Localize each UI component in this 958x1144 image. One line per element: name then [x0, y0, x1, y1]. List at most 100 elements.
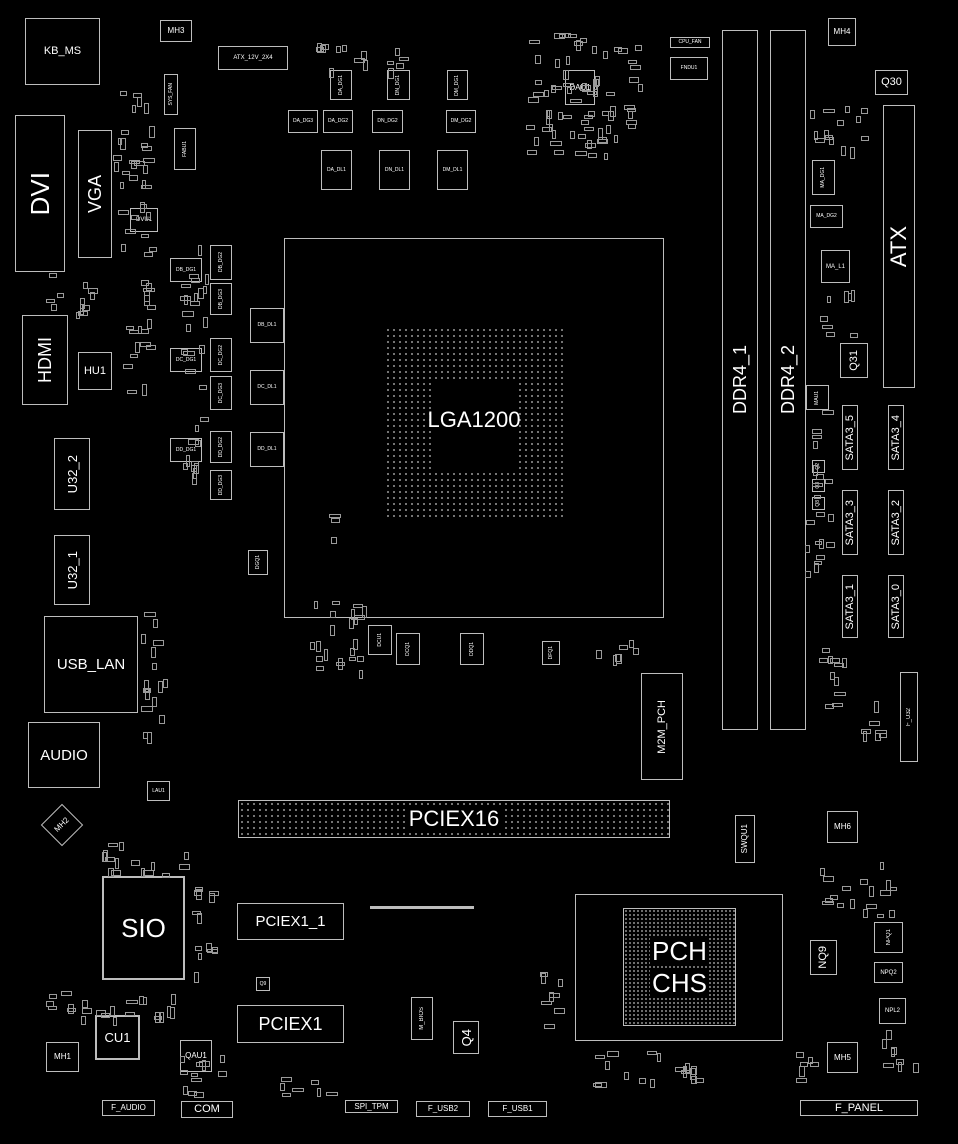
smd-component — [825, 331, 835, 337]
smd-component — [563, 70, 570, 81]
sata3-3-port[interactable]: SATA3_3 — [842, 490, 858, 555]
smd-component — [151, 696, 157, 707]
smd-component — [387, 68, 394, 80]
cpu-socket-lga1200[interactable]: LGA1200 — [284, 238, 664, 618]
dc-dl1-inductor: DC_DL1 — [250, 370, 284, 405]
smd-component — [180, 1055, 186, 1063]
da-dg3: DA_DG3 — [288, 110, 318, 133]
f-panel-header[interactable]: F_PANEL — [800, 1100, 918, 1116]
smd-component — [580, 38, 588, 43]
u32-1-connector[interactable]: U32_1 — [54, 535, 90, 605]
smd-component — [813, 563, 819, 574]
sata3-5-label: SATA3_5 — [843, 414, 856, 461]
sata3-2-port[interactable]: SATA3_2 — [888, 490, 904, 555]
sata3-4-port[interactable]: SATA3_4 — [888, 405, 904, 470]
kb-ms-connector[interactable]: KB_MS — [25, 18, 100, 85]
sys-fan-header[interactable]: SYS_FAN — [164, 74, 178, 115]
smd-component — [898, 1061, 903, 1072]
hdmi-label: HDMI — [35, 337, 55, 383]
nq9-mosfet: NQ9 — [810, 940, 837, 975]
smd-component — [140, 633, 146, 644]
f-usb1-header[interactable]: F_USB1 — [488, 1101, 547, 1117]
smd-component — [848, 292, 853, 301]
usb-lan-connector[interactable]: USB_LAN — [44, 616, 138, 713]
sata3-5-port[interactable]: SATA3_5 — [842, 405, 858, 470]
spi-tpm-label: SPI_TPM — [354, 1101, 389, 1111]
smd-component — [142, 158, 155, 164]
sata3-0-port[interactable]: SATA3_0 — [888, 575, 904, 638]
dm-dg1-label: DM_DG1 — [454, 74, 460, 96]
smd-component — [329, 68, 335, 79]
f-usb2-header[interactable]: F_USB2 — [416, 1101, 470, 1117]
vga-connector[interactable]: VGA — [78, 130, 112, 258]
smd-component — [527, 149, 538, 155]
smd-component — [849, 333, 858, 339]
smd-component — [551, 85, 562, 90]
com-header[interactable]: COM — [181, 1101, 233, 1118]
smd-component — [890, 1048, 895, 1058]
smd-component — [570, 99, 583, 104]
atx-12v-connector[interactable]: ATX_12V_2X4 — [218, 46, 288, 70]
dvi-connector[interactable]: DVI — [15, 115, 65, 272]
ma-dg2: MA_DG2 — [810, 205, 843, 228]
smd-component — [394, 47, 400, 56]
smd-component — [186, 455, 191, 468]
cpu-fan-header[interactable]: CPU_FAN — [670, 37, 710, 48]
smd-component — [202, 1060, 207, 1072]
cu1-label: CU1 — [104, 1030, 131, 1045]
dcq1: DCQ1 — [396, 633, 420, 665]
audio-connector[interactable]: AUDIO — [28, 722, 100, 788]
smd-component — [157, 680, 163, 693]
sata3-1-port[interactable]: SATA3_1 — [842, 575, 858, 638]
smd-component — [613, 47, 622, 53]
smd-component — [159, 1012, 165, 1024]
u32-2-connector[interactable]: U32_2 — [54, 438, 90, 510]
smd-component — [830, 672, 836, 681]
smd-component — [194, 292, 199, 302]
dimm-slot-ddr4-2[interactable]: DDR4_2 — [770, 30, 806, 730]
smd-component — [628, 124, 637, 130]
f-u32-header[interactable]: F_U32 — [900, 672, 918, 762]
dd-dg1: DD_DG1 — [170, 438, 202, 462]
db-dl1-label: DB_DL1 — [257, 322, 277, 328]
pcie-x1-slot[interactable]: PCIEX1 — [237, 1005, 344, 1043]
vga-label: VGA — [85, 174, 105, 213]
pch-label: PCH — [650, 936, 709, 966]
smd-component — [873, 701, 879, 714]
f-audio-header[interactable]: F_AUDIO — [102, 1100, 155, 1116]
pcie-x1-1-slot[interactable]: PCIEX1_1 — [237, 903, 344, 940]
smd-component — [863, 730, 868, 742]
hu1-chip[interactable]: HU1 — [78, 352, 112, 390]
hdmi-connector[interactable]: HDMI — [22, 315, 68, 405]
f-usb1-label: F_USB1 — [502, 1104, 533, 1113]
smd-component — [141, 185, 153, 190]
spi-tpm-header[interactable]: SPI_TPM — [345, 1100, 398, 1113]
smd-component — [115, 857, 120, 869]
smd-component — [863, 908, 869, 918]
smd-component — [113, 1016, 118, 1026]
pcie-x16-slot[interactable]: PCIEX16 — [238, 800, 670, 838]
smd-component — [541, 972, 547, 984]
smd-component — [617, 48, 628, 55]
smd-component — [125, 1000, 138, 1005]
m2-slot-m2m-pch[interactable]: M2M_PCH — [641, 673, 683, 780]
smd-component — [543, 89, 549, 97]
smd-component — [822, 648, 831, 654]
atx-power-connector[interactable]: ATX — [883, 105, 915, 388]
smd-component — [330, 625, 336, 637]
smd-component — [606, 92, 616, 96]
smd-component — [796, 1052, 805, 1059]
smd-component — [194, 887, 203, 893]
dimm-slot-ddr4-1[interactable]: DDR4_1 — [722, 30, 758, 730]
ma-dg1-label: MA_DG1 — [820, 167, 826, 188]
smd-component — [125, 228, 137, 234]
smd-component — [128, 174, 138, 181]
smd-component — [587, 110, 595, 117]
f-panel-label: F_PANEL — [834, 1101, 884, 1114]
smd-component — [335, 45, 341, 53]
smd-component — [534, 80, 542, 86]
fndu1-label: FNDU1 — [680, 65, 698, 71]
smd-component — [558, 978, 564, 987]
da-dg1-label: DA_DG1 — [337, 74, 344, 95]
mounting-hole-mh2: MH2 — [40, 803, 84, 847]
